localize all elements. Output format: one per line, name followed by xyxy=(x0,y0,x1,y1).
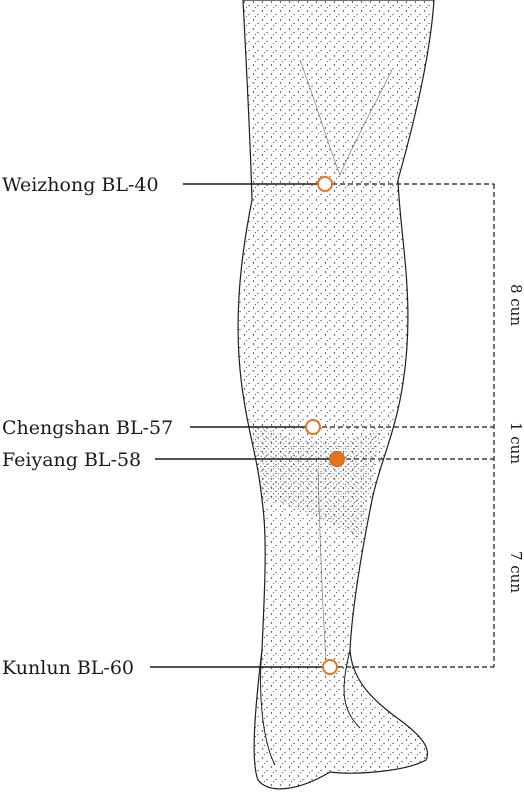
measurement-guides xyxy=(322,183,495,668)
point-kunlun-marker xyxy=(322,659,338,675)
label-weizhong: Weizhong BL-40 xyxy=(2,174,159,196)
point-weizhong-marker xyxy=(317,176,333,192)
ankle-contour xyxy=(343,649,361,729)
tendon-line xyxy=(317,469,327,661)
leader-lines xyxy=(150,183,329,668)
label-feiyang: Feiyang BL-58 xyxy=(2,449,141,471)
measurement-1-cun: 1 cun xyxy=(507,422,524,464)
measurement-7-cun: 7 cun xyxy=(507,551,524,593)
calf-shading xyxy=(250,420,380,540)
measurement-8-cun: 8 cun xyxy=(507,284,524,326)
label-chengshan: Chengshan BL-57 xyxy=(2,417,173,439)
leg-silhouette xyxy=(237,0,435,790)
point-feiyang-marker xyxy=(329,451,345,467)
point-chengshan-marker xyxy=(305,419,321,435)
measurement-labels: 8 cun 1 cun 7 cun xyxy=(507,284,524,593)
leg-illustration xyxy=(237,0,435,790)
point-labels: Weizhong BL-40 Chengshan BL-57 Feiyang B… xyxy=(2,174,173,679)
acupoint-markers xyxy=(305,176,345,675)
knee-crease-shading xyxy=(299,59,393,177)
heel-contour xyxy=(260,649,276,766)
label-kunlun: Kunlun BL-60 xyxy=(2,657,134,679)
